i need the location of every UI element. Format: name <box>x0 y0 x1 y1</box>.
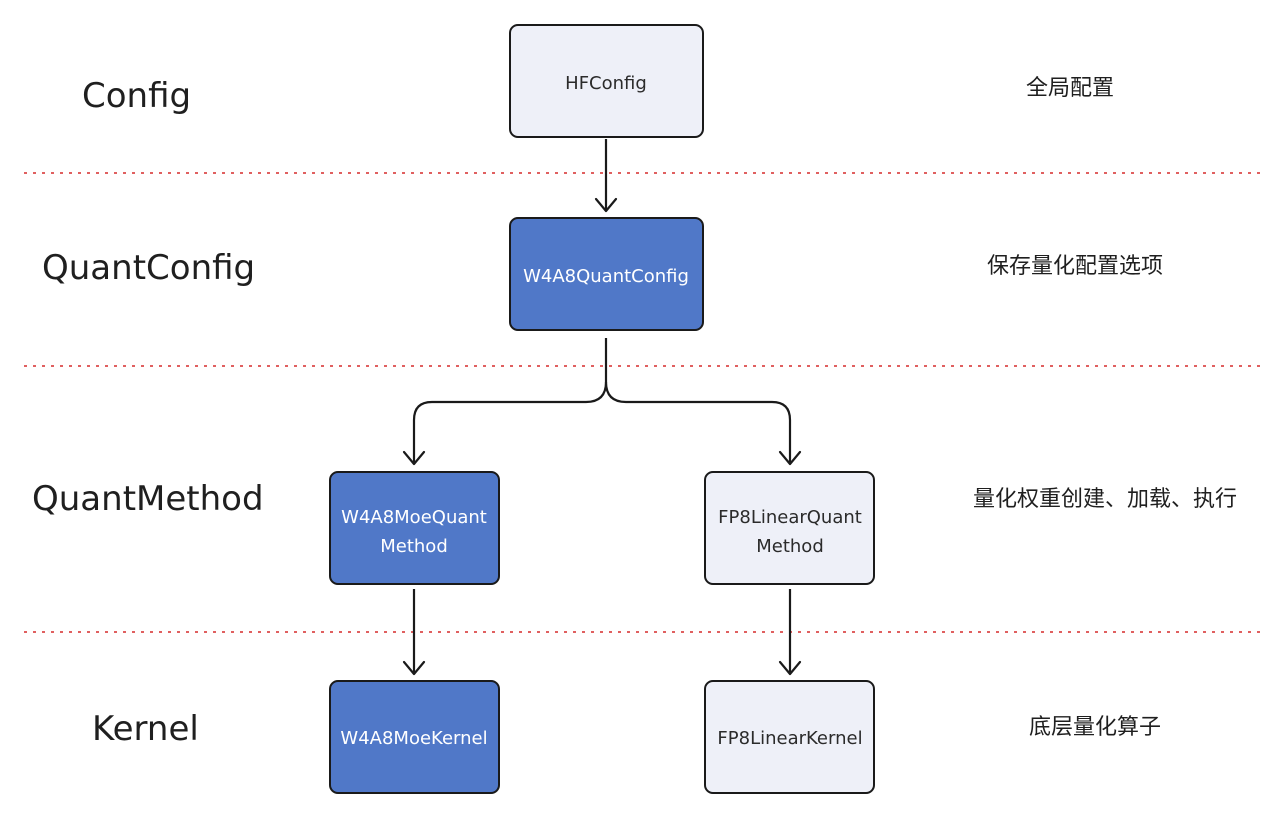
node-w4a8moekernel: W4A8MoeKernel <box>329 680 500 794</box>
node-fp8linearquantmethod: FP8LinearQuant Method <box>704 471 875 585</box>
node-w4a8moequantmethod-label-line2: Method <box>380 536 448 557</box>
layer-description-quantconfig: 保存量化配置选项 <box>987 254 1163 279</box>
edge-w4a8quantconfig-to-fp8linearquantmethod <box>604 381 802 466</box>
node-fp8linearkernel: FP8LinearKernel <box>704 680 875 794</box>
edge-fp8linearquantmethod-to-fp8linearkernel <box>778 589 802 676</box>
layer-description-config: 全局配置 <box>1026 76 1114 101</box>
node-w4a8moekernel-label: W4A8MoeKernel <box>340 728 487 749</box>
layer-description-kernel: 底层量化算子 <box>1029 715 1161 740</box>
edge-hfconfig-to-w4a8quantconfig <box>594 139 618 213</box>
node-hfconfig-label: HFConfig <box>565 73 647 94</box>
node-fp8linearquantmethod-label-line2: Method <box>756 536 824 557</box>
node-fp8linearkernel-label: FP8LinearKernel <box>717 728 862 749</box>
node-w4a8quantconfig-label: W4A8QuantConfig <box>523 266 689 287</box>
layer-label-quantconfig: QuantConfig <box>42 248 255 288</box>
node-fp8linearquantmethod-label-line1: FP8LinearQuant <box>718 507 862 528</box>
layer-label-quantmethod: QuantMethod <box>32 479 264 519</box>
edge-w4a8quantconfig-to-w4a8moequantmethod <box>402 338 608 466</box>
layer-label-config: Config <box>82 76 191 116</box>
node-hfconfig: HFConfig <box>509 24 704 138</box>
layer-description-quantmethod: 量化权重创建、加载、执行 <box>973 487 1237 512</box>
edge-w4a8moequantmethod-to-w4a8moekernel <box>402 589 426 676</box>
layer-label-kernel: Kernel <box>92 709 199 749</box>
node-w4a8quantconfig: W4A8QuantConfig <box>509 217 704 331</box>
node-w4a8moequantmethod: W4A8MoeQuant Method <box>329 471 500 585</box>
node-w4a8moequantmethod-label-line1: W4A8MoeQuant <box>341 507 487 528</box>
